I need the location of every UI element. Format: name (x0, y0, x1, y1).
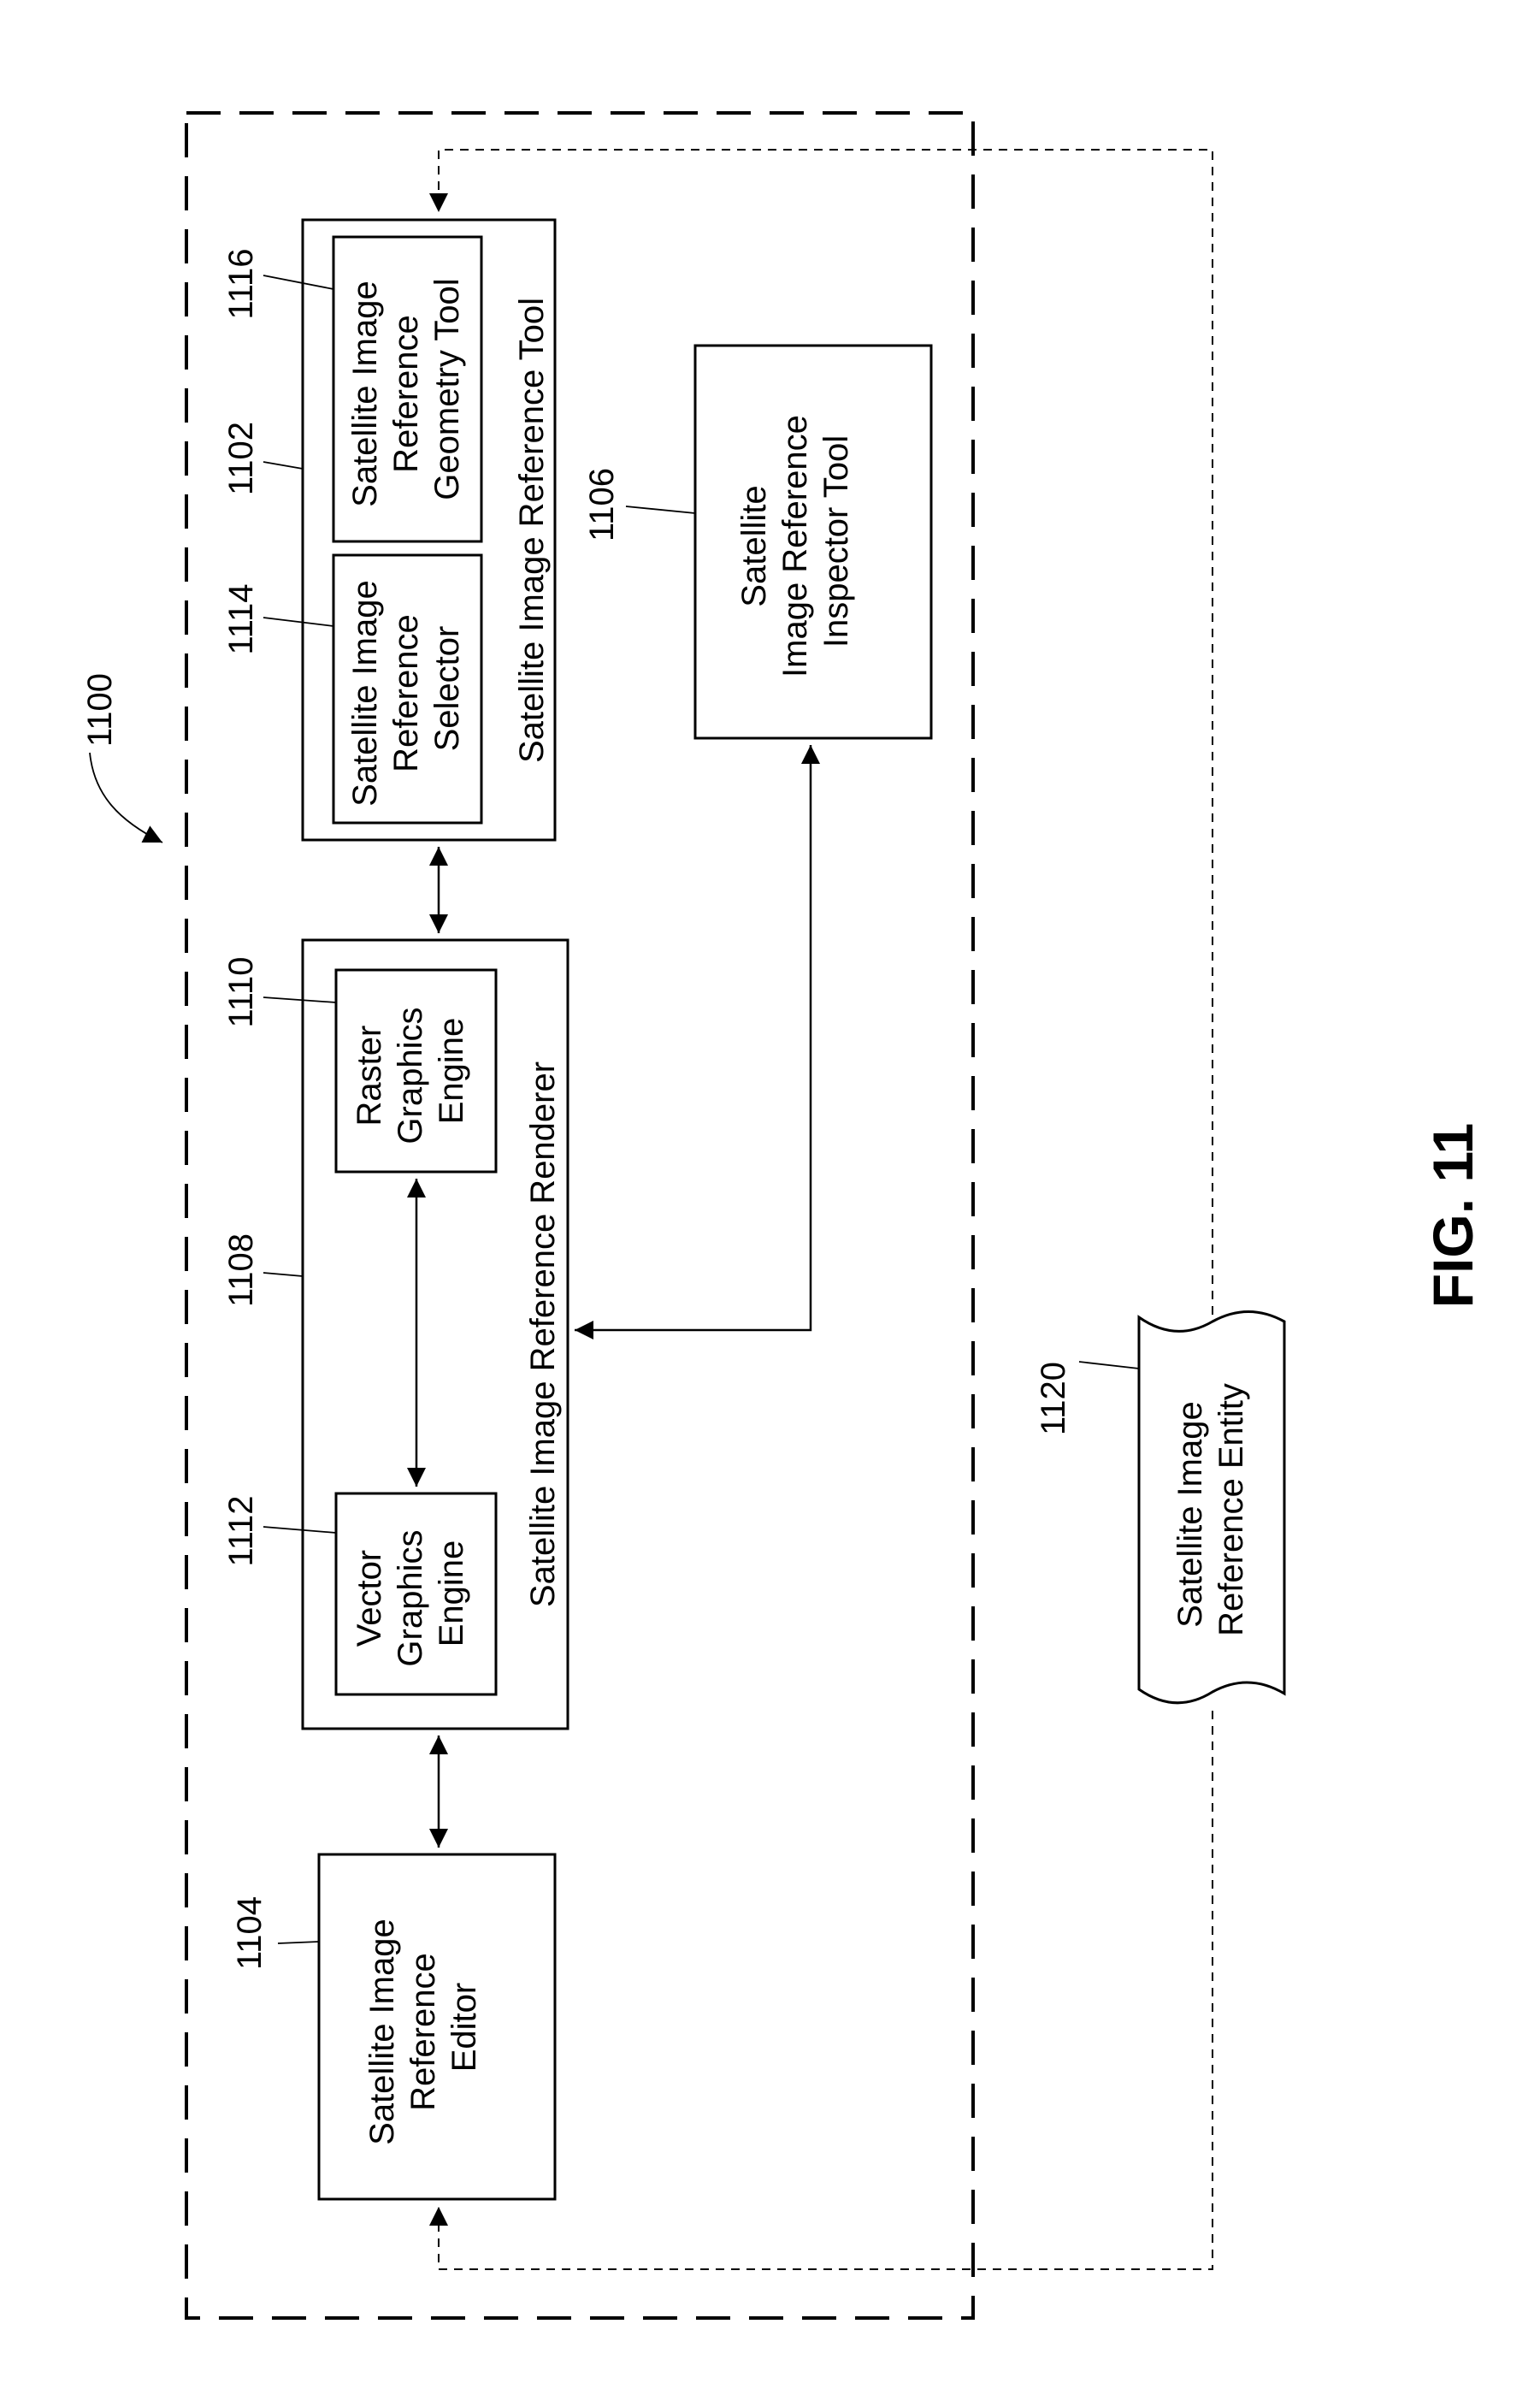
svg-text:Satellite Image Referenc: Satellite Image Reference Entity (1171, 1383, 1250, 1636)
geometry-line-1: Satellite Image (346, 281, 384, 507)
connector-inspector-renderer (575, 745, 820, 1339)
system-boundary (185, 111, 975, 2320)
entity-box: Satellite Image Reference Entity (1137, 1310, 1286, 1705)
inspector-box: Satellite Image Reference Inspector Tool (693, 344, 933, 740)
editor-box: Satellite Image Reference Editor (317, 1853, 557, 2201)
vector-line-3: Engine (433, 1540, 470, 1647)
vector-box: Vector Graphics Engine (334, 1492, 498, 1696)
ref-1102-group: 1102 (222, 422, 304, 495)
entity-line-1: Satellite Image (1171, 1401, 1209, 1628)
ref-1114: 1114 (222, 583, 260, 654)
ref-1108-group: 1108 (222, 1233, 304, 1307)
loop-to-tool (429, 149, 1213, 1330)
raster-line-3: Engine (433, 1018, 470, 1125)
ref-1106: 1106 (583, 468, 621, 541)
ref-1112: 1112 (222, 1495, 260, 1566)
svg-text:Raster Graphics En: Raster Graphics Engine (351, 997, 470, 1144)
ref-1110: 1110 (222, 956, 260, 1027)
entity-line-2: Reference Entity (1213, 1383, 1250, 1636)
svg-text:Satellite Image Referenc: Satellite Image Reference Geometry Tool (346, 271, 466, 507)
loop-to-editor (429, 1711, 1213, 2270)
selector-line-2: Reference (387, 614, 425, 772)
svg-text:Satellite Image Referenc: Satellite Image Reference Editor (363, 1909, 483, 2145)
raster-box: Raster Graphics Engine (334, 968, 498, 1174)
selector-line-3: Selector (428, 626, 466, 752)
figure-caption: FIG. 11 (1421, 1123, 1484, 1308)
editor-line-3: Editor (445, 1983, 483, 2073)
svg-text:Vector Graphics En: Vector Graphics Engine (351, 1520, 470, 1666)
ref-1116-group: 1116 (222, 248, 334, 320)
renderer-label: Satellite Image Reference Renderer (524, 1061, 562, 1607)
tool-label: Satellite Image Reference Tool (513, 298, 551, 763)
ref-1100: 1100 (81, 673, 119, 747)
vector-line-1: Vector (351, 1550, 388, 1647)
geometry-line-2: Reference (387, 315, 425, 473)
editor-line-2: Reference (404, 1953, 442, 2111)
ref-1108: 1108 (222, 1233, 260, 1307)
geometry-line-3: Geometry Tool (428, 278, 466, 500)
ref-1120-group: 1120 (1035, 1361, 1140, 1435)
curved-arrow-icon (89, 752, 163, 843)
ref-1110-group: 1110 (222, 956, 337, 1028)
inspector-line-2: Image Reference (776, 415, 814, 677)
ref-1102: 1102 (222, 422, 260, 495)
ref-1112-group: 1112 (222, 1495, 337, 1567)
editor-line-1: Satellite Image (363, 1919, 401, 2145)
ref-1116: 1116 (222, 248, 260, 319)
svg-text:Satellite Image Referenc: Satellite Image Reference Selector (346, 571, 466, 807)
svg-text:Satellite Image Referenc: Satellite Image Reference Inspector Tool (735, 405, 855, 677)
ref-1114-group: 1114 (222, 583, 334, 655)
inspector-line-3: Inspector Tool (817, 435, 855, 648)
system-ref-label: 1100 (81, 673, 163, 843)
raster-line-2: Graphics (392, 1008, 429, 1144)
ref-1120: 1120 (1035, 1362, 1072, 1435)
vector-line-2: Graphics (392, 1530, 429, 1667)
selector-line-1: Satellite Image (346, 580, 384, 807)
ref-1106-group: 1106 (583, 468, 696, 541)
raster-line-1: Raster (351, 1026, 388, 1126)
selector-box: Satellite Image Reference Selector (332, 553, 483, 825)
inspector-line-1: Satellite (735, 485, 773, 606)
ref-1104: 1104 (231, 1896, 268, 1970)
ref-1104-group: 1104 (231, 1896, 320, 1970)
geometry-tool-box: Satellite Image Reference Geometry Tool (332, 235, 483, 543)
